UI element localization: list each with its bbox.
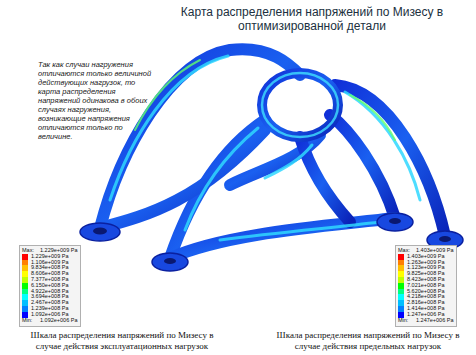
diagram-title: Карта распределения напряжений по Мизесу… <box>172 5 452 33</box>
scale-caption: Шкала распределения напряжений по Мизесу… <box>22 330 222 351</box>
scale-value: 1.092e+006 Pa <box>40 318 77 324</box>
scale-caption: Шкала распределения напряжений по Мизесу… <box>268 330 468 351</box>
scale-extreme: Min: <box>22 318 32 324</box>
scale-value: 1.247e+006 Pa <box>416 318 453 324</box>
note-text: Так как случаи нагружения отличаются тол… <box>38 60 154 141</box>
scale-extreme: Min: <box>398 318 408 324</box>
